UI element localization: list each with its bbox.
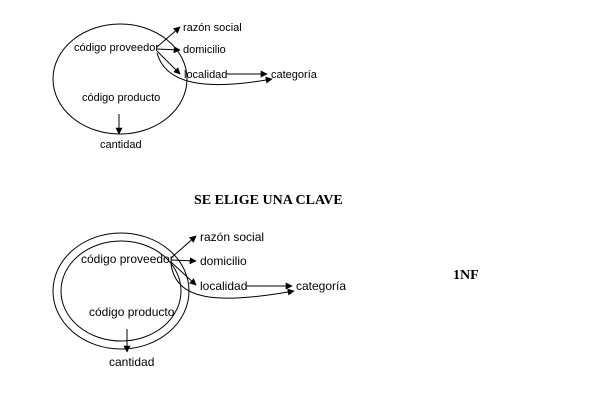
arrow-transitive-to-categoria bbox=[156, 52, 273, 85]
label-razon-social: razón social bbox=[200, 230, 264, 244]
label-codigo-proveedor: código proveedor bbox=[81, 252, 174, 266]
key-ellipse-inner bbox=[60, 240, 182, 342]
label-codigo-producto: código producto bbox=[82, 92, 160, 104]
label-categoria: categoría bbox=[271, 69, 318, 81]
label-codigo-proveedor: código proveedor bbox=[74, 42, 159, 54]
key-ellipse-outer bbox=[52, 232, 190, 350]
arrow-to-razon-social bbox=[156, 26, 181, 48]
label-cantidad: cantidad bbox=[100, 139, 142, 151]
arrow-to-razon-social bbox=[170, 235, 197, 259]
label-domicilio: domicilio bbox=[200, 254, 247, 268]
arrow-to-localidad bbox=[170, 261, 197, 286]
label-localidad: localidad bbox=[200, 279, 247, 293]
section-heading: SE ELIGE UNA CLAVE bbox=[194, 193, 343, 208]
arrow-to-domicilio bbox=[170, 257, 197, 265]
label-codigo-producto: código producto bbox=[89, 305, 175, 319]
label-razon-social: razón social bbox=[183, 22, 242, 34]
label-localidad: localidad bbox=[184, 69, 227, 81]
diagram-unnormalized: código proveedor código producto razón s… bbox=[52, 22, 318, 151]
diagram-1nf: código proveedor código producto razón s… bbox=[52, 230, 479, 369]
key-ellipse bbox=[52, 23, 188, 135]
label-cantidad: cantidad bbox=[109, 355, 154, 369]
arrow-to-domicilio bbox=[156, 46, 181, 54]
normal-form-label: 1NF bbox=[453, 268, 479, 283]
label-domicilio: domicilio bbox=[183, 44, 226, 56]
arrow-transitive-to-categoria bbox=[170, 263, 295, 299]
arrow-to-localidad bbox=[156, 50, 181, 75]
label-categoria: categoría bbox=[296, 279, 346, 293]
